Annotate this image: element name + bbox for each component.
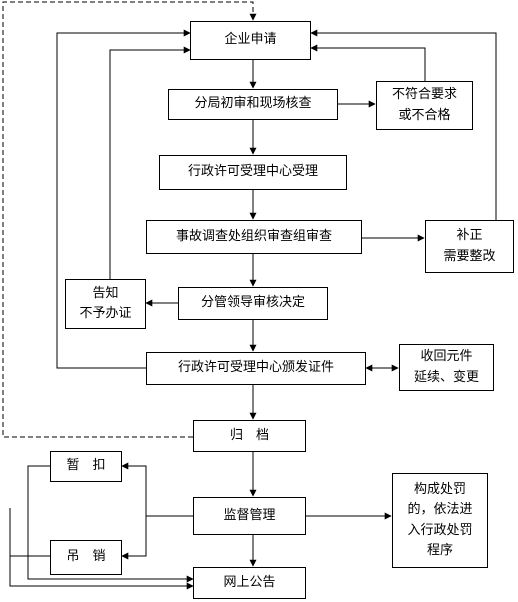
arrow-rectify-to-apply bbox=[310, 29, 497, 221]
node-revoke-renew: 收回元件 延续、变更 bbox=[399, 344, 494, 391]
node-announce: 网上公告 bbox=[193, 567, 306, 599]
node-not-compliant: 不符合要求 或不合格 bbox=[376, 81, 473, 130]
arrow-supervision-to-cancel bbox=[121, 515, 193, 560]
node-archive: 归 档 bbox=[193, 420, 306, 452]
node-suspend: 暂 扣 bbox=[50, 451, 122, 482]
node-admin-issue: 行政许可受理中心颁发证件 bbox=[146, 352, 366, 385]
node-apply: 企业申请 bbox=[190, 21, 311, 60]
node-penalty: 构成处罚 的，依法进 入行政处罚 程序 bbox=[392, 473, 488, 568]
arrow-suspend-to-announce bbox=[27, 465, 194, 583]
node-notify-reject: 告知 不予办证 bbox=[65, 279, 146, 329]
node-initial-review: 分局初审和现场核查 bbox=[168, 89, 338, 120]
arrow-supervision-to-suspend bbox=[121, 462, 193, 517]
node-accident-review: 事故调查处组织审查组审查 bbox=[146, 220, 362, 254]
arrow-cancel-to-announce bbox=[9, 508, 194, 590]
node-admin-accept: 行政许可受理中心受理 bbox=[159, 155, 347, 190]
node-rectify: 补正 需要整改 bbox=[425, 220, 514, 273]
arrow-reject-to-initial bbox=[109, 46, 191, 280]
arrow-noncompliant-to-apply bbox=[310, 44, 426, 85]
node-leader-decision: 分管领导审核决定 bbox=[178, 287, 328, 320]
dashed-archive-to-apply bbox=[2, 1, 257, 438]
arrow-issue-to-apply bbox=[56, 29, 191, 369]
node-cancel: 吊 销 bbox=[50, 540, 122, 575]
node-supervision: 监督管理 bbox=[193, 497, 306, 535]
